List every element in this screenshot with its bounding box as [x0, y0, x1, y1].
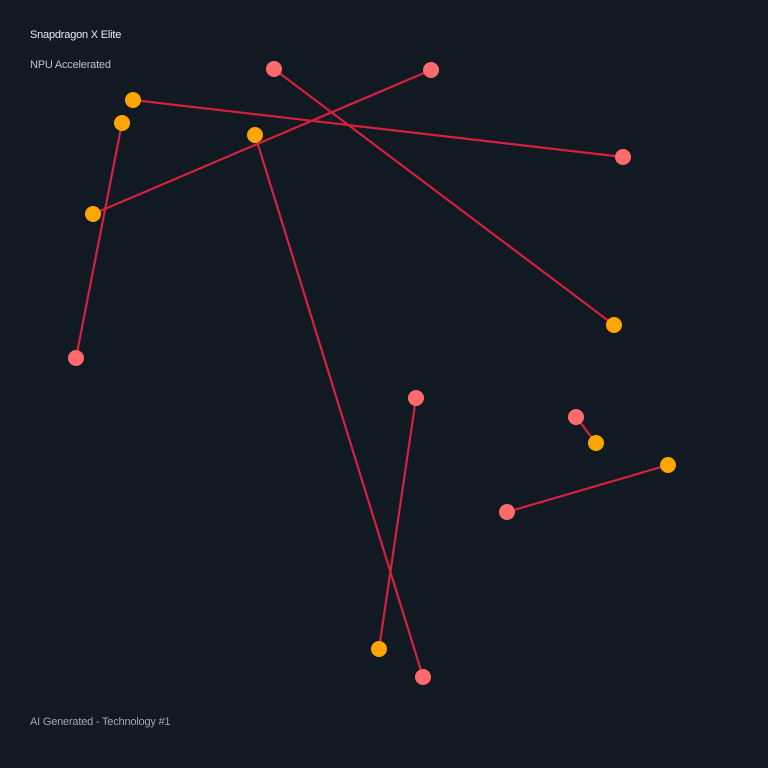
node-start — [85, 206, 101, 222]
artwork-subtitle: NPU Accelerated — [30, 59, 111, 71]
artwork-title: Snapdragon X Elite — [30, 29, 122, 41]
connection-line — [131, 98, 625, 159]
node-start — [660, 457, 676, 473]
node-end — [423, 62, 439, 78]
node-start — [606, 317, 622, 333]
connection-lines — [74, 67, 670, 679]
connection-line — [272, 67, 616, 327]
node-end — [499, 504, 515, 520]
connection-line — [505, 463, 670, 514]
node-end — [568, 409, 584, 425]
node-start — [114, 115, 130, 131]
connection-line — [377, 396, 418, 651]
connection-line — [253, 133, 425, 679]
connection-line — [74, 121, 124, 360]
connection-line — [91, 68, 433, 216]
node-start — [588, 435, 604, 451]
node-start — [125, 92, 141, 108]
node-end — [266, 61, 282, 77]
node-end — [415, 669, 431, 685]
node-start — [371, 641, 387, 657]
connection-nodes — [68, 61, 676, 685]
artwork-footer: AI Generated - Technology #1 — [30, 716, 171, 728]
node-end — [408, 390, 424, 406]
node-end — [615, 149, 631, 165]
node-start — [247, 127, 263, 143]
node-end — [68, 350, 84, 366]
